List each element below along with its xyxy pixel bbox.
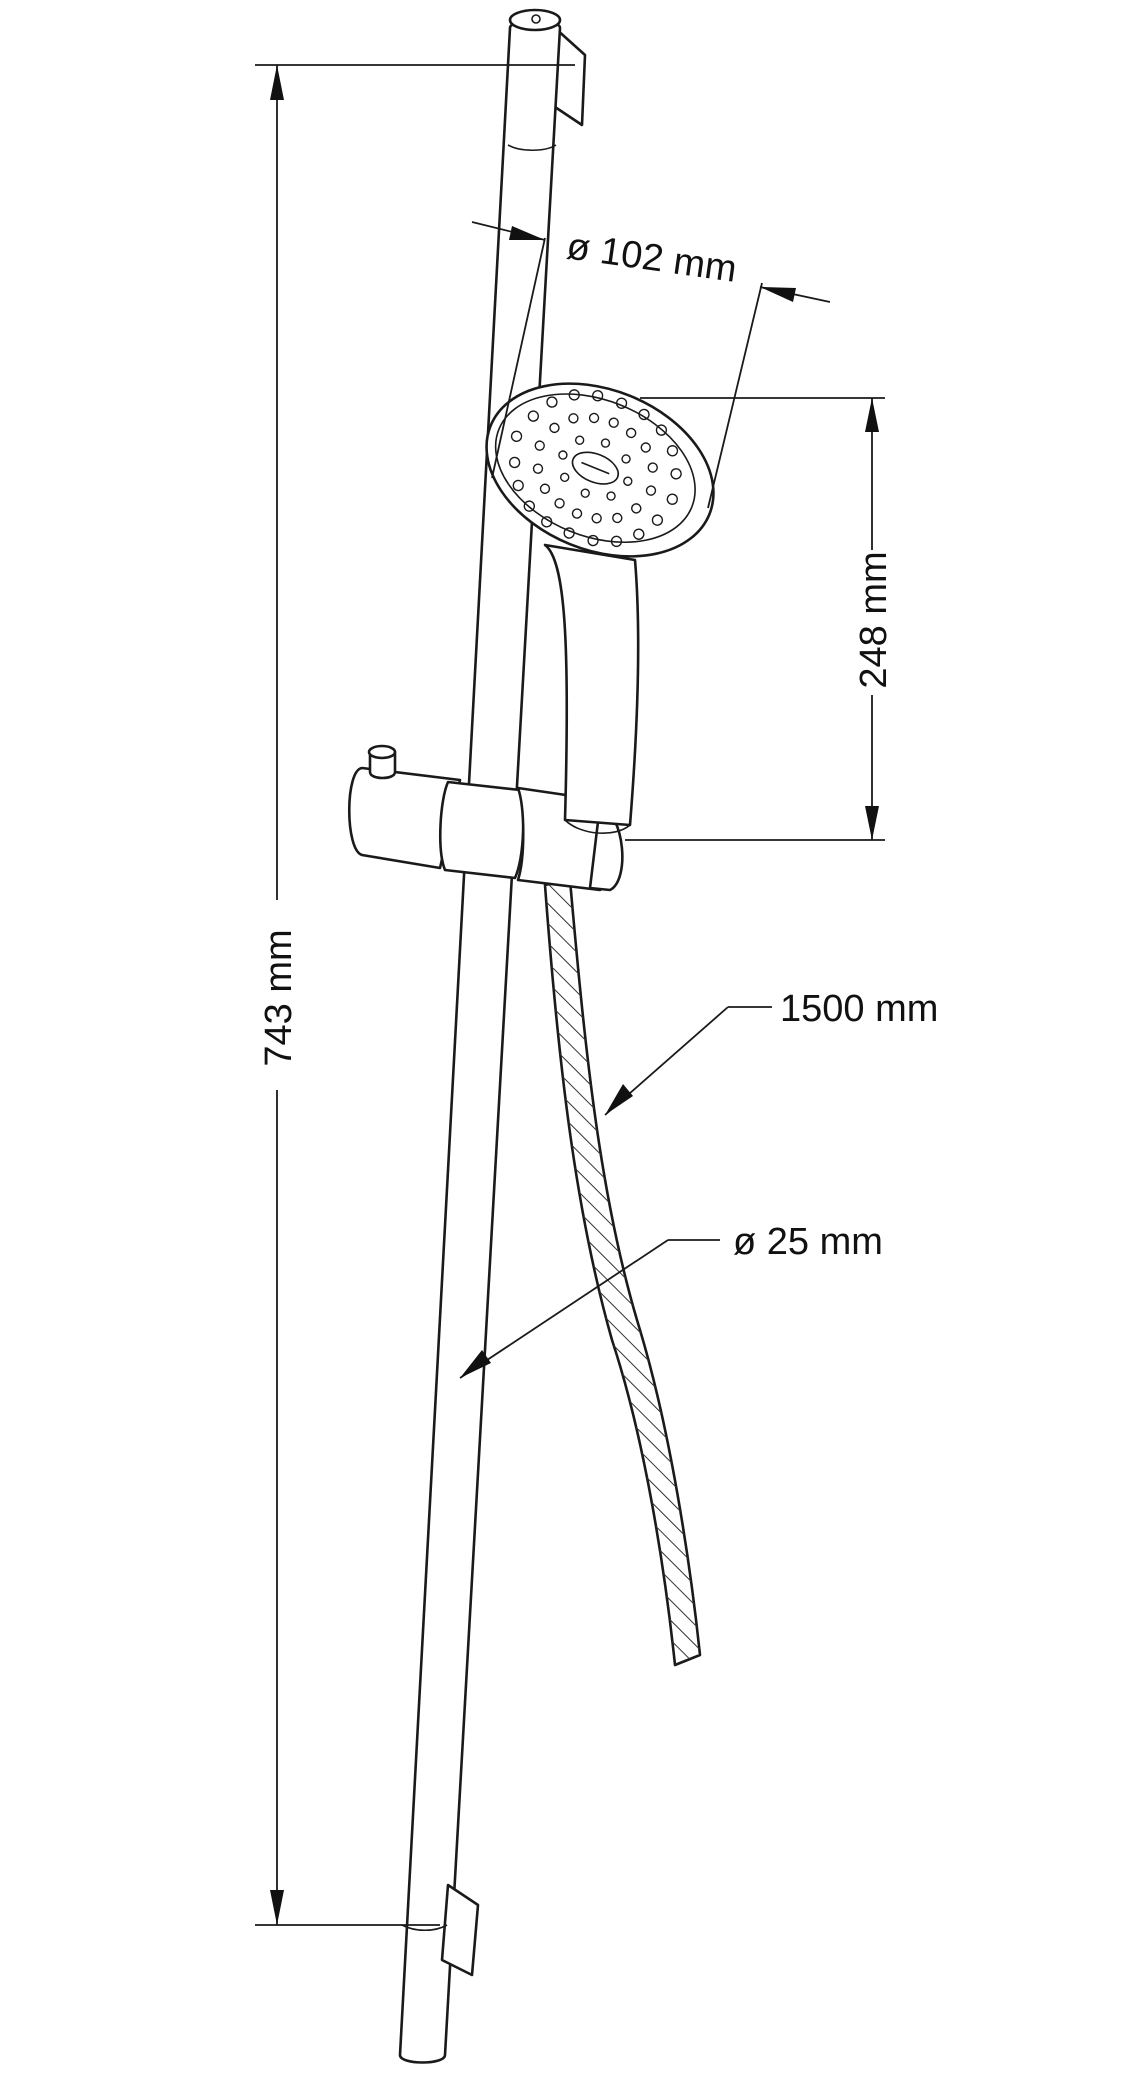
label-hose-length: 1500 mm <box>780 988 938 1030</box>
dimension-rail-diameter: ø 25 mm <box>459 1221 883 1379</box>
dimension-hose-length: 1500 mm <box>604 988 938 1116</box>
label-total-height: 743 mm <box>258 929 300 1066</box>
hand-shower <box>485 382 715 835</box>
slide-rail <box>398 8 587 2064</box>
dimension-total-height: 743 mm <box>255 64 575 1926</box>
rail-top-cap <box>508 8 562 32</box>
bottom-wall-bracket <box>440 1883 480 1977</box>
hand-shower-handle <box>543 543 640 827</box>
hand-shower-head <box>485 382 715 558</box>
shower-hose <box>543 878 702 1667</box>
label-head-diameter: ø 102 mm <box>564 225 739 290</box>
rail-slider <box>348 744 624 892</box>
label-rail-diameter: ø 25 mm <box>733 1221 883 1263</box>
spray-nozzles <box>508 389 682 548</box>
label-handset-length: 248 mm <box>853 551 895 688</box>
dimension-handset-length: 248 mm <box>625 397 895 841</box>
rail-tube <box>398 19 562 2064</box>
